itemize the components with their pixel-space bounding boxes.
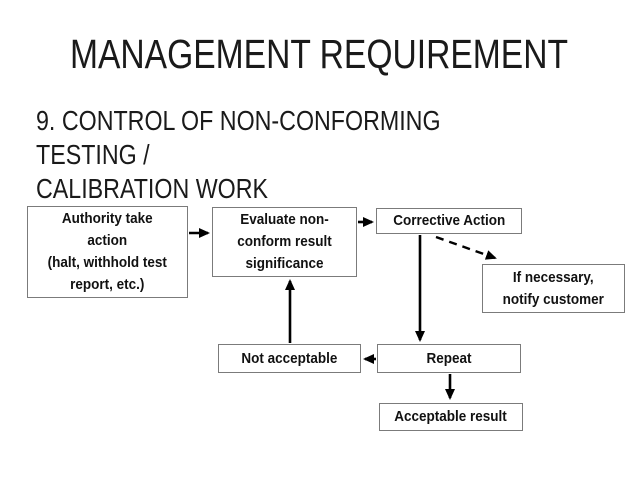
node-corrective-label: Corrective Action: [392, 212, 506, 229]
node-acceptable-label: Acceptable result: [394, 408, 508, 425]
node-corrective-action: Corrective Action: [376, 208, 522, 234]
slide-title: MANAGEMENT REQUIREMENT: [69, 31, 569, 77]
node-not-acceptable-label: Not acceptable: [241, 349, 338, 367]
node-notify-customer: If necessary, notify customer: [482, 264, 625, 313]
node-repeat: Repeat: [377, 344, 521, 373]
node-authority-label: Authority take action (halt, withhold te…: [47, 210, 168, 293]
slide-subtitle: 9. CONTROL OF NON-CONFORMING TESTING / C…: [36, 105, 441, 204]
node-evaluate-label: Evaluate non- conform result significanc…: [237, 211, 332, 272]
node-not-acceptable: Not acceptable: [218, 344, 361, 373]
node-authority-take-action: Authority take action (halt, withhold te…: [27, 206, 188, 298]
node-repeat-label: Repeat: [426, 349, 472, 367]
arrow-corrective-to-notify-dashed: [435, 235, 497, 260]
node-acceptable-result: Acceptable result: [379, 403, 523, 431]
node-evaluate-significance: Evaluate non- conform result significanc…: [212, 207, 357, 277]
node-notify-label: If necessary, notify customer: [502, 268, 605, 308]
